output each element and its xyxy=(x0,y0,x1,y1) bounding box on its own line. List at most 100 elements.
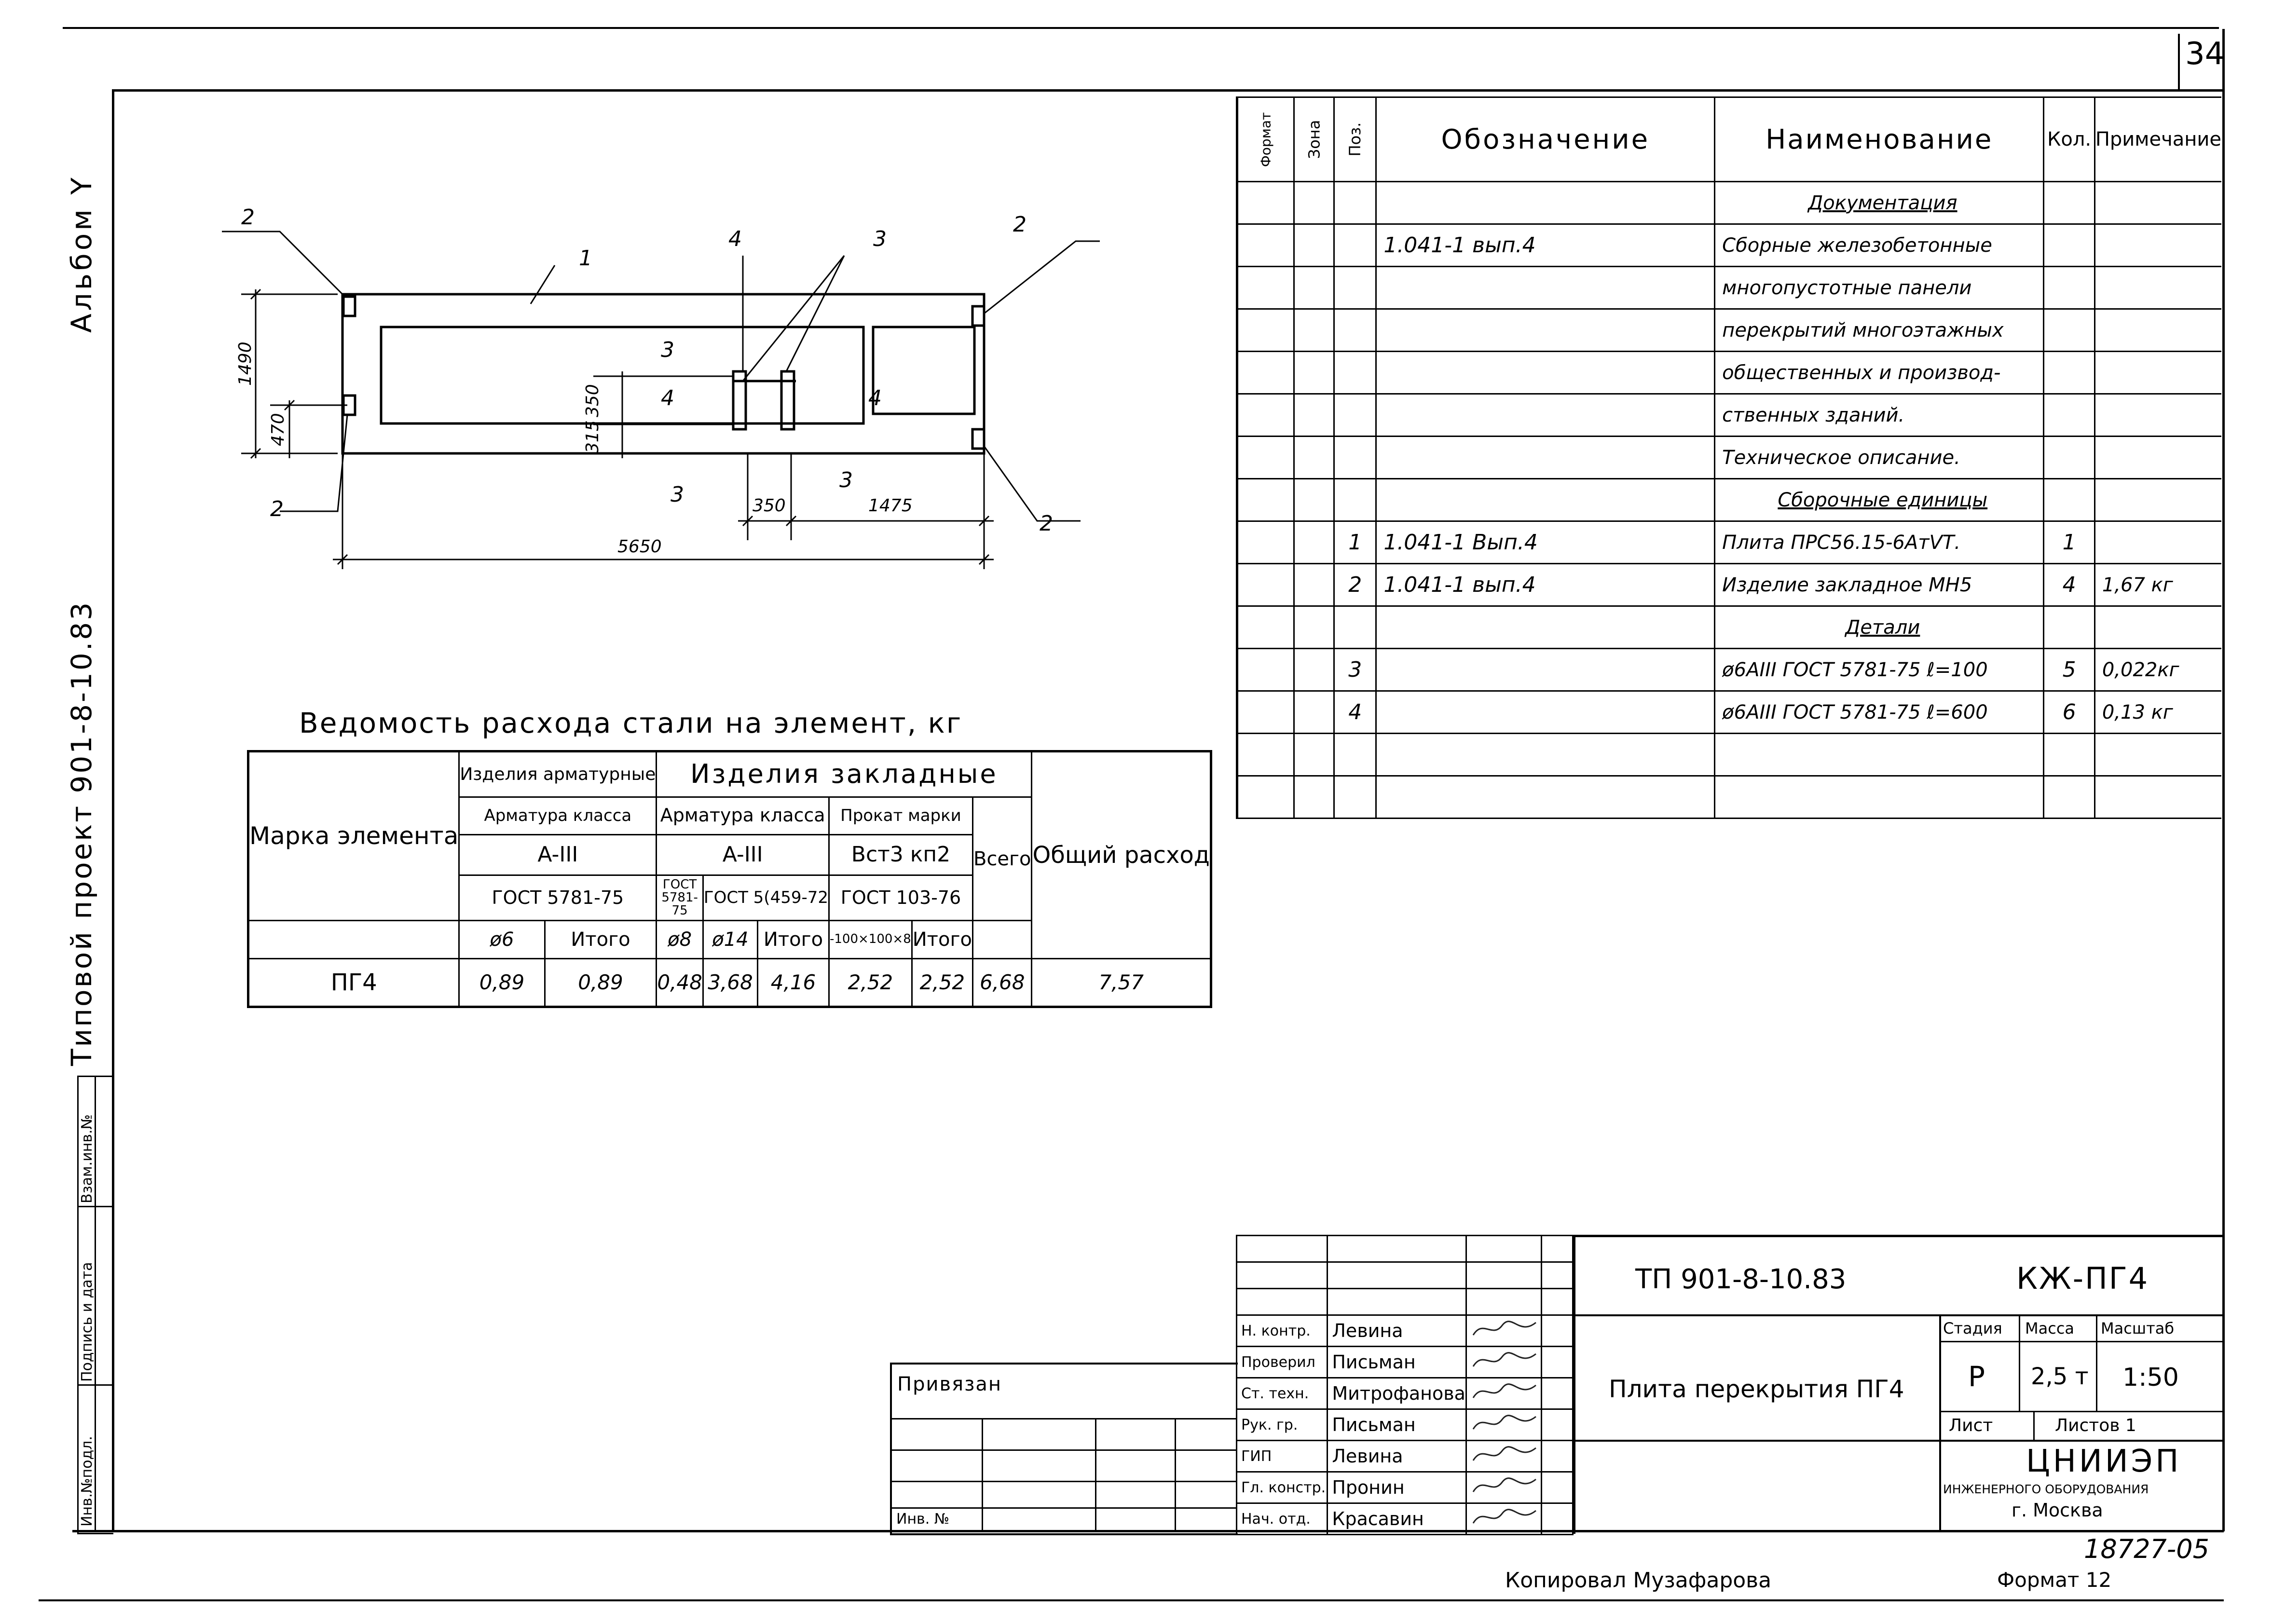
tb-empty-cell xyxy=(1235,1235,1328,1263)
bottom-trim-line xyxy=(39,1599,2224,1601)
steel-emb-rebar-class: A-III xyxy=(656,833,830,876)
steel-value: 2,52 xyxy=(911,957,973,1009)
spec-cell-designation xyxy=(1375,266,1716,310)
spec-cell-pos xyxy=(1333,775,1377,819)
spec-cell-pos: 4 xyxy=(1333,690,1377,734)
spec-cell-format xyxy=(1236,181,1295,225)
spec-cell-pos xyxy=(1333,181,1377,225)
spec-cell-note xyxy=(2094,436,2221,479)
tb-person: Красавин xyxy=(1327,1502,1467,1535)
tb-divider xyxy=(2033,1411,2035,1440)
spec-cell-pos xyxy=(1333,308,1377,352)
tb-scale-label: Масштаб xyxy=(2101,1319,2175,1337)
spec-cell-zone xyxy=(1293,690,1335,734)
tb-role: Н. контр. xyxy=(1235,1314,1328,1347)
binding-line xyxy=(982,1418,983,1531)
spec-cell-qty xyxy=(2043,436,2095,479)
frame-right xyxy=(2222,29,2225,1531)
steel-gost-3: ГОСТ 5(459-72 xyxy=(702,874,830,922)
pos-label-3b: 3 xyxy=(661,338,674,362)
spec-cell-note xyxy=(2094,520,2221,564)
spec-cell-designation xyxy=(1375,690,1716,734)
tb-divider xyxy=(2096,1314,2097,1411)
spec-cell-zone xyxy=(1293,520,1335,564)
spec-cell-designation xyxy=(1375,648,1716,692)
spec-cell-designation: 1.041-1 вып.4 xyxy=(1375,563,1716,607)
inv-label: Инв. № xyxy=(896,1511,950,1528)
spec-cell-pos xyxy=(1333,393,1377,437)
steel-value: 7,57 xyxy=(1031,957,1212,1009)
steel-col: Итого xyxy=(757,920,830,959)
spec-cell-pos xyxy=(1333,478,1377,522)
spec-cell-format xyxy=(1236,775,1295,819)
steel-group-embedded: Изделия закладные xyxy=(656,750,1033,798)
spec-row: Сборочные единицы xyxy=(1236,478,2221,522)
tb-org-city: г. Москва xyxy=(2012,1500,2103,1521)
steel-table-title: Ведомость расхода стали на элемент, кг xyxy=(299,707,963,739)
spec-cell-zone xyxy=(1293,775,1335,819)
spec-row: ственных зданий. xyxy=(1236,393,2221,437)
spec-cell-pos xyxy=(1333,436,1377,479)
tb-empty-row xyxy=(1235,1235,1574,1263)
binding-line xyxy=(890,1507,1236,1509)
tb-empty-row xyxy=(1235,1261,1574,1289)
spec-header-note: Примечание xyxy=(2094,96,2221,182)
steel-col: ø8 xyxy=(656,920,704,959)
spec-cell-name: Сборочные единицы xyxy=(1714,478,2045,522)
spec-cell-pos xyxy=(1333,223,1377,267)
spec-cell-note xyxy=(2094,775,2221,819)
pos-label-3a: 3 xyxy=(873,227,887,251)
signature-icon xyxy=(1472,1414,1536,1430)
spec-cell-name: Документация xyxy=(1714,181,2045,225)
spec-row: многопустотные панели xyxy=(1236,266,2221,310)
tb-person: Пронин xyxy=(1327,1471,1467,1504)
steel-rebar-class-header: Арматура класса xyxy=(458,796,657,835)
steel-value: 3,68 xyxy=(702,957,759,1009)
steel-value: 2,52 xyxy=(828,957,913,1009)
spec-cell-note: 0,022кг xyxy=(2094,648,2221,692)
spec-cell-note xyxy=(2094,223,2221,267)
spec-cell-name: Плита ПРС56.15-6АтVТ. xyxy=(1714,520,2045,564)
spec-header-name: Наименование xyxy=(1714,96,2045,182)
tb-person: Левина xyxy=(1327,1314,1467,1347)
spec-row: общественных и производ- xyxy=(1236,351,2221,395)
steel-value: 0,48 xyxy=(656,957,704,1009)
tb-mass-label: Масса xyxy=(2025,1319,2075,1337)
spec-cell-zone xyxy=(1293,266,1335,310)
steel-value: 0,89 xyxy=(544,957,657,1009)
spec-cell-format xyxy=(1236,351,1295,395)
steel-emb-rebar-class-header: Арматура класса xyxy=(656,796,830,835)
spec-cell-zone xyxy=(1293,605,1335,649)
pos-label-2b: 2 xyxy=(1013,212,1027,237)
steel-group-rebar: Изделия арматурные xyxy=(458,750,657,798)
margin-divider xyxy=(95,1076,96,1531)
tb-role-row: Нач. отд.Красавин xyxy=(1235,1502,1574,1535)
spec-cell-name xyxy=(1714,775,2045,819)
tb-role-row: Рук. гр.Письман xyxy=(1235,1408,1574,1441)
spec-cell-format xyxy=(1236,478,1295,522)
spec-cell-name: Детали xyxy=(1714,605,2045,649)
spec-cell-format xyxy=(1236,266,1295,310)
steel-grand-total-header: Общий расход xyxy=(1031,750,1212,959)
tb-role: Рук. гр. xyxy=(1235,1408,1328,1441)
spec-cell-name: ø6АIII ГОСТ 5781-75 ℓ=600 xyxy=(1714,690,2045,734)
pos-label-2a: 2 xyxy=(241,205,255,230)
margin-cell-inv: Взам.инв.№ xyxy=(79,1114,96,1203)
spec-cell-qty xyxy=(2043,308,2095,352)
spec-cell-designation xyxy=(1375,351,1716,395)
spec-cell-note xyxy=(2094,308,2221,352)
steel-table: Марка элемента Изделия арматурные Издели… xyxy=(246,750,1212,1009)
steel-empty-cell xyxy=(246,920,460,959)
tb-divider xyxy=(1574,1314,2222,1316)
tb-divider xyxy=(1939,1341,2222,1342)
signature-icon xyxy=(1472,1446,1536,1461)
spec-header-designation: Обозначение xyxy=(1375,96,1716,182)
tb-empty-row xyxy=(1235,1288,1574,1316)
embed-br xyxy=(971,428,986,450)
spec-header-zone: Зона xyxy=(1304,120,1323,159)
dim-1475: 1475 xyxy=(868,496,913,516)
dim-5650: 5650 xyxy=(617,537,662,557)
